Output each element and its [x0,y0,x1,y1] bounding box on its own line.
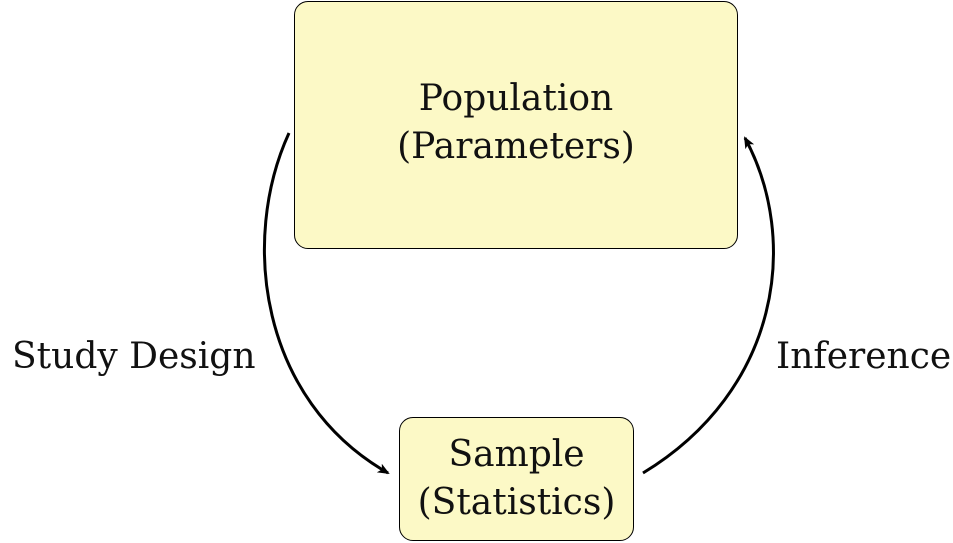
inference-arrow [642,136,775,475]
sample-title: Sample [448,434,585,475]
sample-subtitle: (Statistics) [417,482,616,523]
inference-label: Inference [776,336,952,377]
sample-node: Sample (Statistics) [399,417,634,541]
population-title: Population [418,78,614,119]
population-node: Population (Parameters) [294,1,738,249]
study-design-label: Study Design [12,336,256,377]
study-design-arrow [262,132,390,475]
population-subtitle: (Parameters) [397,126,635,167]
